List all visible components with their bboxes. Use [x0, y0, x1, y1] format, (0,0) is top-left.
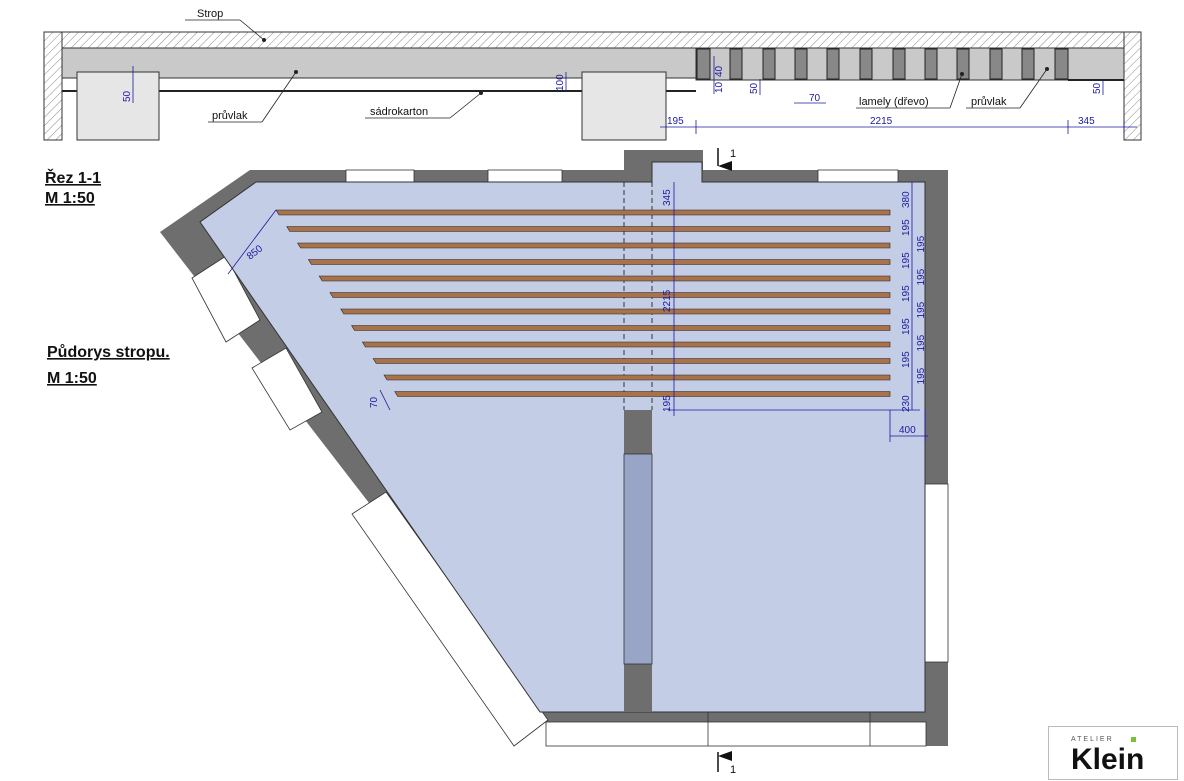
- right-wall-section: [1123, 31, 1142, 141]
- dim-plan-spacing: 195: [901, 318, 912, 335]
- dim-plan-spacing: 195: [901, 351, 912, 368]
- lamella-plan: [351, 325, 891, 331]
- lamella-section: [729, 48, 743, 80]
- dim-plan-spacing: 195: [916, 235, 927, 252]
- dim-plan-spacing: 195: [916, 367, 927, 384]
- window-box-middle: [581, 71, 667, 141]
- dim-section-70: 70: [809, 93, 821, 104]
- window-top-3: [817, 169, 899, 183]
- lamella-section: [956, 48, 970, 80]
- lamella-section: [696, 48, 711, 80]
- window-top-2: [487, 169, 563, 183]
- ceiling-slab: [43, 31, 1142, 49]
- dim-plan-spacing: 195: [916, 301, 927, 318]
- lamella-section: [1021, 48, 1035, 80]
- lamella-plan: [286, 226, 891, 232]
- dim-section-50-right: 50: [1092, 82, 1103, 94]
- logo-klein-text: Klein: [1071, 743, 1145, 776]
- label-strop: Strop: [197, 8, 223, 20]
- dim-plan-345: 345: [662, 189, 673, 206]
- label-pruvlak-right: průvlak: [971, 96, 1007, 108]
- plan-title: Půdorys stropu.: [47, 344, 170, 361]
- lamella-plan: [340, 308, 891, 315]
- lamella-section-group: [696, 48, 1069, 80]
- dim-plan-spacing: 195: [901, 252, 912, 269]
- lamella-section: [924, 48, 938, 80]
- lamella-section: [989, 48, 1003, 80]
- lamella-plan: [275, 209, 891, 216]
- dim-section-50-mid: 50: [749, 82, 760, 94]
- left-wall-section: [43, 31, 63, 141]
- section-marker-bottom: 1: [730, 764, 736, 776]
- dim-plan-70: 70: [369, 396, 380, 408]
- lamella-plan: [329, 292, 891, 298]
- atelier-klein-logo: ATELIER Klein: [1048, 726, 1178, 780]
- window-right: [924, 483, 949, 663]
- window-left-3: [351, 491, 549, 747]
- logo-atelier-text: ATELIER: [1071, 736, 1114, 743]
- dim-plan-spacing: 195: [916, 334, 927, 351]
- column-inner: [623, 453, 653, 665]
- section-scale: M 1:50: [45, 190, 95, 207]
- dim-section-2215: 2215: [870, 116, 893, 127]
- lamella-plan: [361, 341, 891, 348]
- dim-plan-230: 230: [901, 395, 912, 412]
- lamella-section: [794, 48, 808, 80]
- dim-plan-400: 400: [899, 425, 916, 436]
- dim-section-10: 10: [714, 81, 725, 93]
- lamella-plan: [318, 275, 891, 282]
- dim-section-345: 345: [1078, 116, 1095, 127]
- section-title: Řez 1-1: [45, 168, 101, 187]
- window-left-1: [191, 255, 261, 343]
- lamella-section: [1054, 48, 1069, 80]
- lamella-plan: [383, 374, 891, 381]
- dim-section-195: 195: [667, 116, 684, 127]
- dim-section-40: 40: [714, 65, 725, 77]
- window-left-2: [251, 347, 323, 431]
- lamella-section: [762, 48, 776, 80]
- window-box-left: [76, 71, 160, 141]
- logo-accent-dot: [1131, 737, 1136, 742]
- dim-plan-2215: 2215: [662, 289, 673, 312]
- ceiling-plan: 850 345 2215 70 195 380 1951951951951951…: [160, 148, 949, 776]
- lamella-plan: [307, 259, 891, 265]
- label-pruvlak-left: průvlak: [212, 110, 248, 122]
- lamella-plan: [394, 391, 891, 397]
- lamella-plan-group: [275, 209, 891, 397]
- dim-plan-spacing: 195: [916, 268, 927, 285]
- dim-plan-spacing: 195: [901, 219, 912, 236]
- lamella-section: [892, 48, 906, 80]
- lamella-plan: [372, 358, 891, 364]
- label-sadrokarton: sádrokarton: [370, 106, 428, 118]
- window-top-1: [345, 169, 415, 183]
- dim-plan-380: 380: [901, 191, 912, 208]
- dim-plan-spacing: 195: [901, 285, 912, 302]
- section-view: Strop průvlak sádrokarton lamely (dřevo)…: [43, 8, 1142, 141]
- plan-scale: M 1:50: [47, 370, 97, 387]
- dim-section-100: 100: [555, 74, 566, 91]
- dim-plan-195-bottom: 195: [662, 395, 673, 412]
- lamella-plan: [297, 242, 891, 249]
- lamella-section: [826, 48, 840, 80]
- ceiling-area: [199, 161, 926, 713]
- label-lamely: lamely (dřevo): [859, 96, 929, 108]
- lamella-section: [859, 48, 873, 80]
- spacing-label-group: 195 195 195 195 195 195 195 195 195 195: [901, 219, 927, 385]
- dim-section-50-left: 50: [122, 90, 133, 102]
- section-marker-top: 1: [730, 148, 736, 160]
- window-bottom: [545, 721, 927, 747]
